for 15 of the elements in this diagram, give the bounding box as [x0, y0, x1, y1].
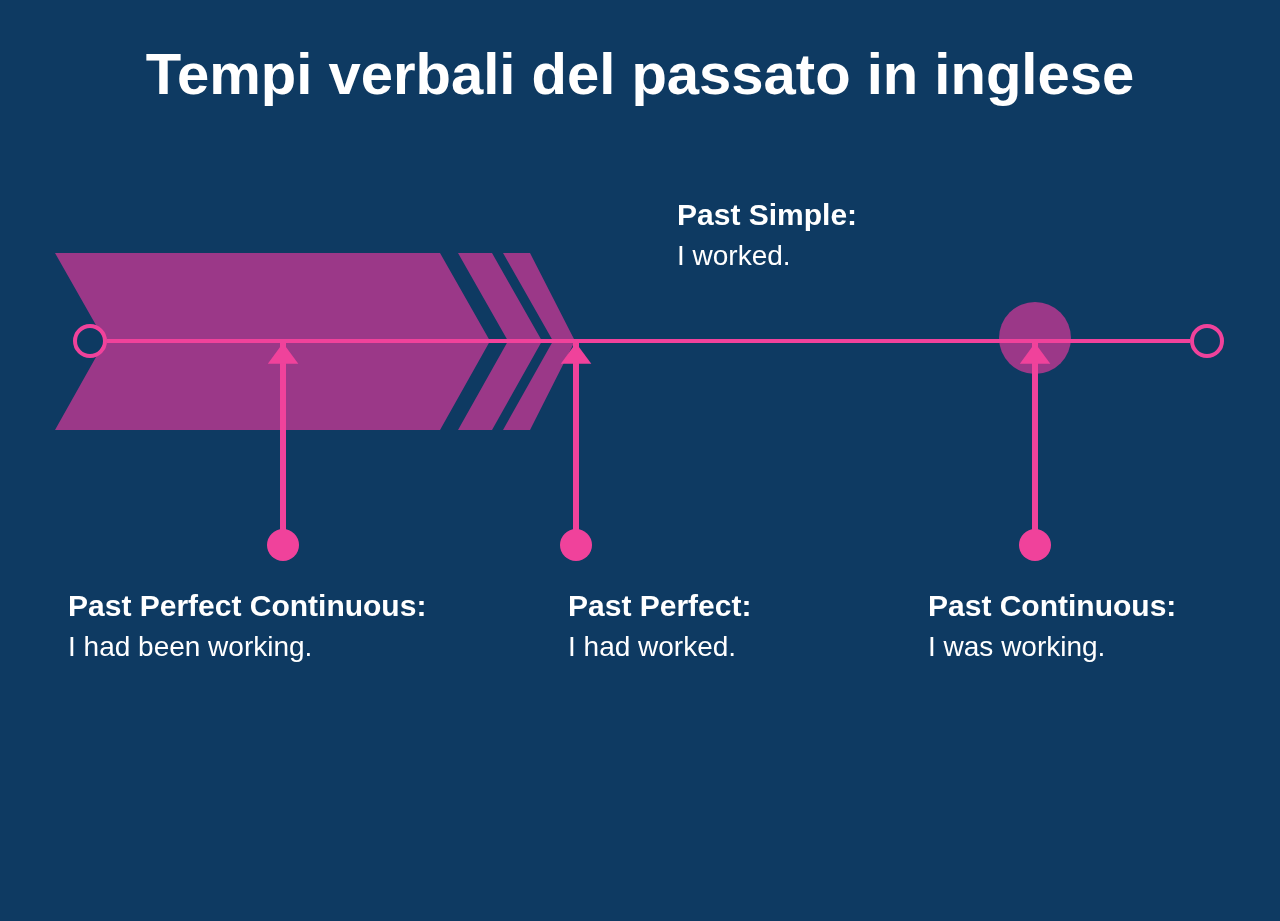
title: Tempi verbali del passato in inglese — [145, 40, 1135, 107]
open-circle — [1189, 323, 1225, 359]
tense-name: Past Perfect: — [568, 589, 752, 623]
open-circle — [72, 323, 108, 359]
example-sentence: I had been working. — [68, 631, 314, 663]
leader-arrow — [560, 343, 592, 561]
example-sentence: I had worked. — [568, 631, 738, 663]
tense-name: Past Perfect Continuous: — [68, 589, 427, 623]
example-sentence: I was working. — [928, 631, 1107, 663]
leader-arrow — [267, 343, 299, 561]
tense-name: Past Continuous: — [928, 589, 1177, 623]
leader-arrow — [1019, 343, 1051, 561]
timeline — [107, 339, 1190, 343]
example-sentence: I worked. — [677, 240, 792, 272]
tense-name: Past Simple: — [677, 198, 858, 232]
